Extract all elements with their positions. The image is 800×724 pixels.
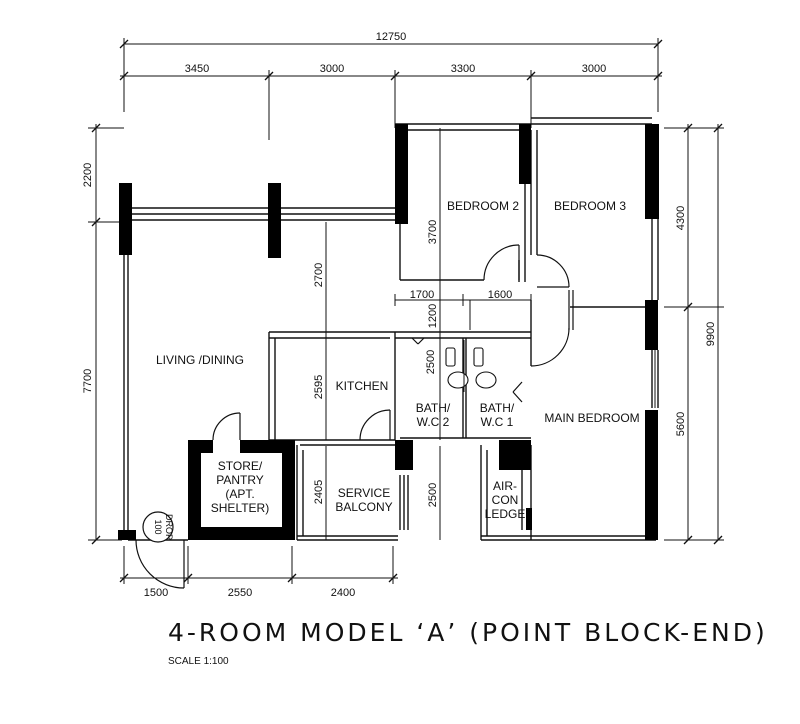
label-main-bedroom: MAIN BEDROOM [544, 411, 639, 425]
store-shelter-walls [188, 440, 295, 540]
dim-1700: 1700 [410, 289, 434, 301]
label-bath-1-line2: W.C 1 [481, 415, 514, 429]
drop-value: 100 [153, 519, 163, 534]
dimension-ticks [91, 39, 723, 583]
dim-top-total: 12750 [376, 31, 407, 43]
label-bath-2-line1: BATH/ [416, 401, 451, 415]
label-bedroom-2: BEDROOM 2 [447, 199, 519, 213]
label-bedroom-3: BEDROOM 3 [554, 199, 626, 213]
label-store-4: SHELTER) [211, 501, 269, 515]
dim-bottom-seg-3: 2400 [331, 587, 355, 599]
structural-columns [118, 124, 659, 540]
dim-right-top: 4300 [675, 206, 687, 230]
dim-1200: 1200 [427, 304, 439, 328]
dim-2595: 2595 [313, 375, 325, 399]
label-service-2: BALCONY [335, 500, 392, 514]
dim-bottom-seg-1: 1500 [144, 587, 168, 599]
dim-right-total: 9900 [705, 322, 717, 346]
dim-1600: 1600 [488, 289, 512, 301]
dim-bottom-seg-2: 2550 [228, 587, 252, 599]
wc-fixture-2 [473, 347, 484, 367]
door-swings [135, 244, 574, 589]
window-main-bedroom [651, 350, 656, 408]
dim-left-top: 2200 [82, 163, 94, 187]
label-aircon-2: CON [492, 493, 519, 507]
basin-2 [475, 371, 497, 389]
label-bath-2-line2: W.C 2 [417, 415, 450, 429]
label-aircon-1: AIR- [493, 479, 517, 493]
dim-2700: 2700 [313, 263, 325, 287]
wc-fixture-1 [445, 347, 456, 367]
plan-scale: SCALE 1:100 [168, 656, 229, 667]
dim-2500-lower: 2500 [427, 483, 439, 507]
basin-1 [447, 371, 469, 389]
label-store-2: PANTRY [216, 473, 264, 487]
dim-2405: 2405 [313, 480, 325, 504]
drop-marker: 100 DROP [142, 511, 174, 543]
label-service-1: SERVICE [338, 486, 390, 500]
dim-right-bottom: 5600 [675, 412, 687, 436]
label-store-1: STORE/ [218, 459, 263, 473]
walls [123, 117, 659, 541]
dim-left-bottom: 7700 [82, 369, 94, 393]
room-labels: BEDROOM 2 BEDROOM 3 LIVING /DINING KITCH… [156, 199, 640, 521]
dimension-labels: 12750 3450 3000 3300 3000 2200 7700 4300… [82, 31, 717, 599]
dim-2500-bath: 2500 [425, 350, 437, 374]
dim-3700: 3700 [427, 220, 439, 244]
dim-top-seg-3: 3300 [451, 63, 475, 75]
plan-title: 4-ROOM MODEL ‘A’ (POINT BLOCK-END) [168, 618, 768, 647]
label-store-3: (APT. [225, 487, 254, 501]
label-living-dining: LIVING /DINING [156, 353, 244, 367]
dim-top-seg-1: 3450 [185, 63, 209, 75]
dim-top-seg-4: 3000 [582, 63, 606, 75]
label-kitchen: KITCHEN [336, 379, 389, 393]
dim-top-seg-2: 3000 [320, 63, 344, 75]
label-bath-1-line1: BATH/ [480, 401, 515, 415]
bathroom-fixtures [445, 340, 497, 392]
drop-label: DROP [164, 514, 174, 540]
label-aircon-3: LEDGE [485, 507, 526, 521]
dimension-lines [88, 38, 724, 584]
